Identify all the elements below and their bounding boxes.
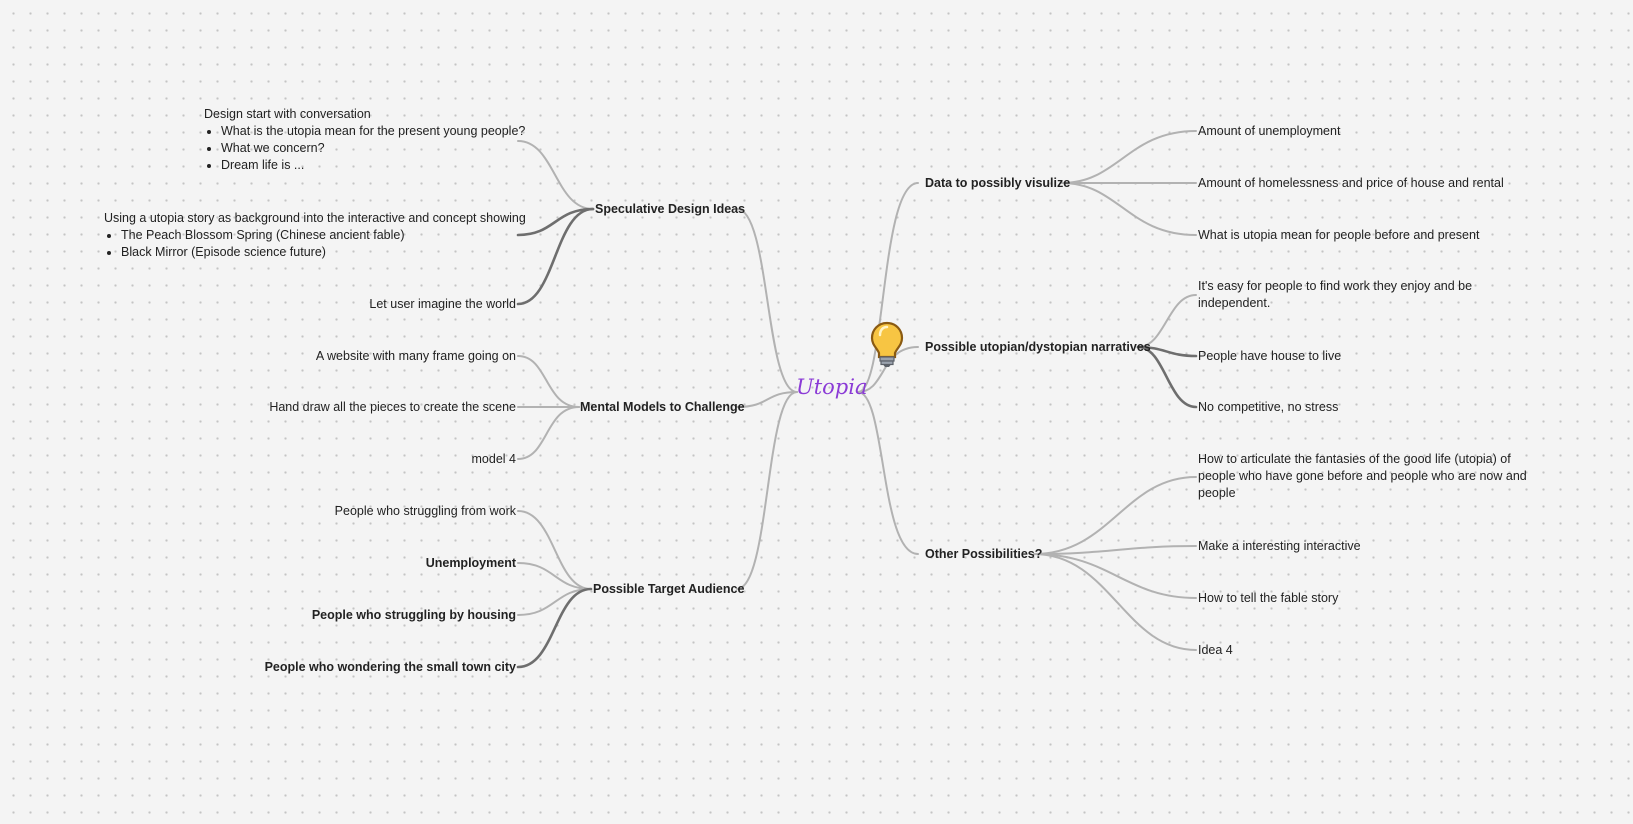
data-child[interactable]: Amount of homelessness and price of hous… [1198, 176, 1504, 190]
speculative-child-utopia-story[interactable]: Using a utopia story as background into … [104, 210, 526, 261]
data-child[interactable]: Amount of unemployment [1198, 124, 1341, 138]
child-title: Design start with conversation [204, 107, 371, 121]
other-child[interactable]: How to tell the fable story [1198, 591, 1339, 605]
branch-speculative-design-ideas[interactable]: Speculative Design Ideas [595, 202, 746, 216]
audience-child[interactable]: Unemployment [425, 556, 516, 570]
central-topic[interactable]: Utopia [796, 375, 868, 399]
speculative-child-imagine[interactable]: Let user imagine the world [369, 297, 516, 311]
bullet-item: The Peach Blossom Spring (Chinese ancien… [121, 227, 526, 244]
branch-narratives[interactable]: Possible utopian/dystopian narratives [925, 340, 1151, 354]
bullet-item: Dream life is ... [221, 157, 525, 174]
bullet-item: What we concern? [221, 140, 525, 157]
audience-child[interactable]: People who wondering the small town city [264, 660, 516, 674]
narratives-child[interactable]: No competitive, no stress [1198, 400, 1339, 414]
branch-mental-models[interactable]: Mental Models to Challenge [580, 400, 745, 414]
other-child[interactable]: Make a interesting interactive [1198, 539, 1361, 553]
branch-data-visualize[interactable]: Data to possibly visulize [925, 176, 1071, 190]
lightbulb-icon [870, 321, 904, 367]
audience-child[interactable]: People who struggling by housing [311, 608, 516, 622]
bullet-item: What is the utopia mean for the present … [221, 123, 525, 140]
child-title: Using a utopia story as background into … [104, 211, 526, 225]
branch-other-possibilities[interactable]: Other Possibilities? [925, 547, 1043, 561]
speculative-child-conversation[interactable]: Design start with conversation What is t… [204, 106, 525, 174]
other-child[interactable]: How to articulate the fantasies of the g… [1198, 452, 1527, 500]
bullet-item: Black Mirror (Episode science future) [121, 244, 526, 261]
narratives-child[interactable]: It's easy for people to find work they e… [1198, 279, 1473, 310]
narratives-child[interactable]: People have house to live [1198, 349, 1342, 363]
branch-target-audience[interactable]: Possible Target Audience [593, 582, 745, 596]
data-child[interactable]: What is utopia mean for people before an… [1198, 228, 1480, 242]
mental-child[interactable]: Hand draw all the pieces to create the s… [269, 400, 516, 414]
other-child[interactable]: Idea 4 [1198, 643, 1233, 657]
mental-child[interactable]: model 4 [471, 452, 516, 466]
audience-child[interactable]: People who struggling from work [334, 504, 516, 518]
mental-child[interactable]: A website with many frame going on [315, 349, 516, 363]
